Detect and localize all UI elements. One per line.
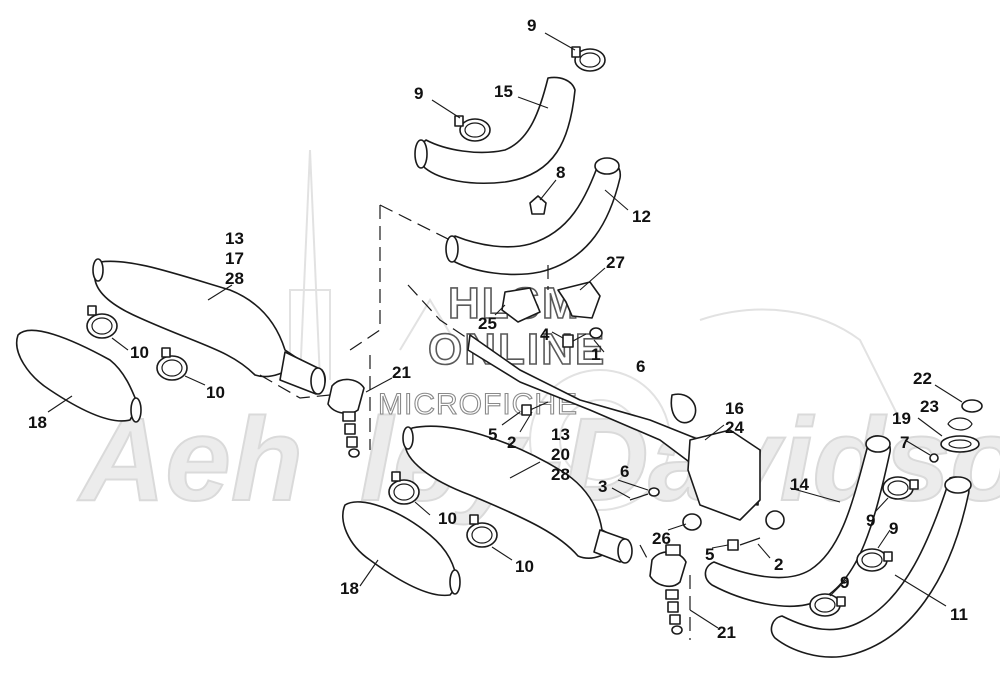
header-pipe-14 xyxy=(704,435,891,607)
seal-22 xyxy=(961,399,983,413)
clamp-9-top xyxy=(571,46,606,72)
front-header-end xyxy=(594,157,620,175)
callout-28: 28 xyxy=(551,465,570,484)
callout-17: 17 xyxy=(225,249,244,268)
clamp-9-e xyxy=(809,593,846,617)
callout-25: 25 xyxy=(478,314,497,333)
bolt-2-right xyxy=(739,537,761,546)
callout-12: 12 xyxy=(632,207,651,226)
bracket-27 xyxy=(557,281,601,319)
callout-28: 28 xyxy=(225,269,244,288)
watermark-line2: ONLINE xyxy=(428,325,606,374)
upper-muffler-tip xyxy=(310,367,326,395)
callout-3: 3 xyxy=(598,477,607,496)
callout-5: 5 xyxy=(488,425,497,444)
nut-7 xyxy=(929,453,939,463)
lower-muffler-tip xyxy=(617,538,633,564)
flange-gasket-19-inner xyxy=(948,439,972,449)
callouts: 9 9 15 8 12 27 13 17 28 25 4 1 6 10 10 2… xyxy=(28,16,968,642)
lower-muffler xyxy=(404,425,621,559)
callout-2: 2 xyxy=(507,433,516,452)
lower-muffler-shell-end xyxy=(449,569,461,595)
clamp-9-left xyxy=(454,115,491,142)
leader-lines xyxy=(47,32,963,629)
clamp-21-lower xyxy=(649,544,687,635)
clamp-10-b xyxy=(156,347,188,381)
callout-9: 9 xyxy=(527,16,536,35)
callout-10: 10 xyxy=(206,383,225,402)
clamp-21-upper xyxy=(327,378,365,458)
bolt-2-left xyxy=(529,401,549,411)
clamp-9-d xyxy=(856,548,893,572)
clamp-9-c xyxy=(882,476,919,500)
callout-20: 20 xyxy=(551,445,570,464)
callout-2: 2 xyxy=(774,555,783,574)
left-muffler-end xyxy=(130,397,142,423)
upper-muffler-inlet xyxy=(92,258,104,282)
callout-9: 9 xyxy=(414,84,423,103)
retaining-ring-23 xyxy=(947,417,973,431)
callout-15: 15 xyxy=(494,82,513,101)
callout-6: 6 xyxy=(636,357,645,376)
callout-8: 8 xyxy=(556,163,565,182)
callout-21: 21 xyxy=(717,623,736,642)
callout-13: 13 xyxy=(225,229,244,248)
callout-21: 21 xyxy=(392,363,411,382)
callout-24: 24 xyxy=(725,418,744,437)
rear-header-pipe xyxy=(419,76,576,185)
callout-10: 10 xyxy=(438,509,457,528)
callout-4: 4 xyxy=(540,325,550,344)
lower-muffler-inlet xyxy=(402,426,414,450)
callout-27: 27 xyxy=(606,253,625,272)
callout-6: 6 xyxy=(620,462,629,481)
callout-22: 22 xyxy=(913,369,932,388)
callout-11: 11 xyxy=(950,605,968,624)
clamp-10-a xyxy=(86,305,118,339)
nut-5-left xyxy=(521,404,532,416)
alignment-lines xyxy=(259,204,691,640)
header-pipe-11 xyxy=(770,476,970,658)
callout-23: 23 xyxy=(920,397,939,416)
callout-18: 18 xyxy=(28,413,47,432)
rear-header-end xyxy=(414,139,428,169)
bolt-1 xyxy=(572,333,587,342)
washer-6 xyxy=(589,327,603,339)
nut-4 xyxy=(562,334,574,348)
bracket-plate xyxy=(687,429,761,521)
callout-9: 9 xyxy=(866,511,875,530)
callout-16: 16 xyxy=(725,399,744,418)
callout-10: 10 xyxy=(515,557,534,576)
lower-muffler-shell xyxy=(341,501,459,597)
front-header-lower-end xyxy=(445,235,459,263)
nut-5-right xyxy=(727,539,739,551)
washer-6-lower xyxy=(648,487,660,497)
bracket-bushing xyxy=(765,510,785,530)
clamp-10-c xyxy=(388,471,420,505)
gasket-26 xyxy=(682,513,702,531)
bracket-tab xyxy=(670,393,697,424)
front-header-pipe xyxy=(448,158,622,276)
callout-26: 26 xyxy=(652,529,671,548)
bolt-3 xyxy=(629,493,649,501)
callout-9: 9 xyxy=(889,519,898,538)
clamp-10-d xyxy=(466,514,498,548)
flange-gasket-19 xyxy=(940,435,980,453)
callout-10: 10 xyxy=(130,343,149,362)
callout-13: 13 xyxy=(551,425,570,444)
header-pipe-14-end xyxy=(865,435,891,453)
callout-7: 7 xyxy=(900,433,909,452)
callout-19: 19 xyxy=(892,409,911,428)
callout-18: 18 xyxy=(340,579,359,598)
callout-5: 5 xyxy=(705,545,714,564)
callout-1: 1 xyxy=(591,345,600,364)
cap-nut-8 xyxy=(529,195,547,215)
header-pipe-11-end xyxy=(944,476,972,494)
upper-muffler xyxy=(93,260,301,378)
callout-14: 14 xyxy=(790,475,809,494)
callout-9: 9 xyxy=(840,573,849,592)
